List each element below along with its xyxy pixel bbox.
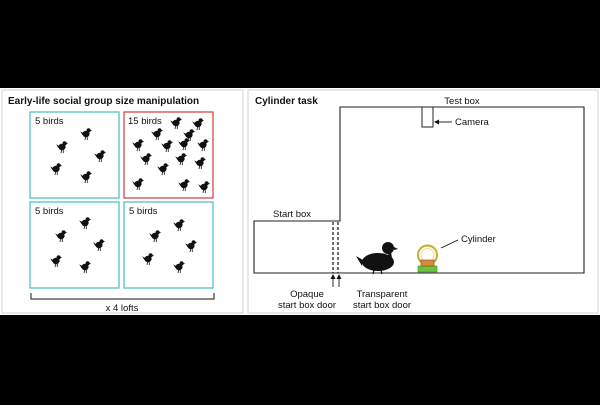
cylinder-label: Cylinder bbox=[461, 234, 496, 245]
group-box-1: 5 birds bbox=[29, 111, 120, 199]
transparent-door-label-line-1: Transparent bbox=[357, 289, 408, 300]
cylinder-pointer bbox=[440, 239, 459, 249]
group-box-4-frame bbox=[123, 201, 214, 289]
apparatus-outline bbox=[253, 106, 585, 274]
opaque-door-label-line-1: Opaque bbox=[290, 289, 324, 300]
test-box-label: Test box bbox=[444, 96, 480, 107]
group-box-3: 5 birds bbox=[29, 201, 120, 289]
opaque-door-label-line-2: start box door bbox=[278, 300, 336, 311]
camera-icon bbox=[421, 106, 434, 128]
camera-label: Camera bbox=[455, 117, 490, 128]
group-box-2-label: 15 birds bbox=[128, 116, 162, 127]
group-box-1-frame bbox=[29, 111, 120, 199]
right-panel: Cylinder task Test box Camera Start box bbox=[247, 89, 599, 314]
group-box-2-frame bbox=[123, 111, 214, 199]
group-box-4-label: 5 birds bbox=[129, 206, 158, 217]
group-box-2: 15 birds bbox=[123, 111, 214, 199]
lofts-bracket bbox=[30, 293, 215, 300]
left-panel-title: Early-life social group size manipulatio… bbox=[8, 96, 199, 107]
camera-pointer-arrowhead bbox=[434, 119, 439, 125]
cylinder-icon bbox=[416, 244, 439, 273]
group-box-4: 5 birds bbox=[123, 201, 214, 289]
bird-icon bbox=[356, 242, 398, 275]
start-box-label: Start box bbox=[273, 209, 311, 220]
left-panel: Early-life social group size manipulatio… bbox=[1, 89, 244, 314]
transparent-door-arrowhead bbox=[336, 274, 342, 279]
right-panel-title: Cylinder task bbox=[255, 96, 318, 107]
lofts-label: x 4 lofts bbox=[106, 303, 139, 314]
transparent-door-label-line-2: start box door bbox=[353, 300, 411, 311]
opaque-door-arrowhead bbox=[330, 274, 336, 279]
group-box-3-frame bbox=[29, 201, 120, 289]
group-box-3-label: 5 birds bbox=[35, 206, 64, 217]
group-box-1-label: 5 birds bbox=[35, 116, 64, 127]
